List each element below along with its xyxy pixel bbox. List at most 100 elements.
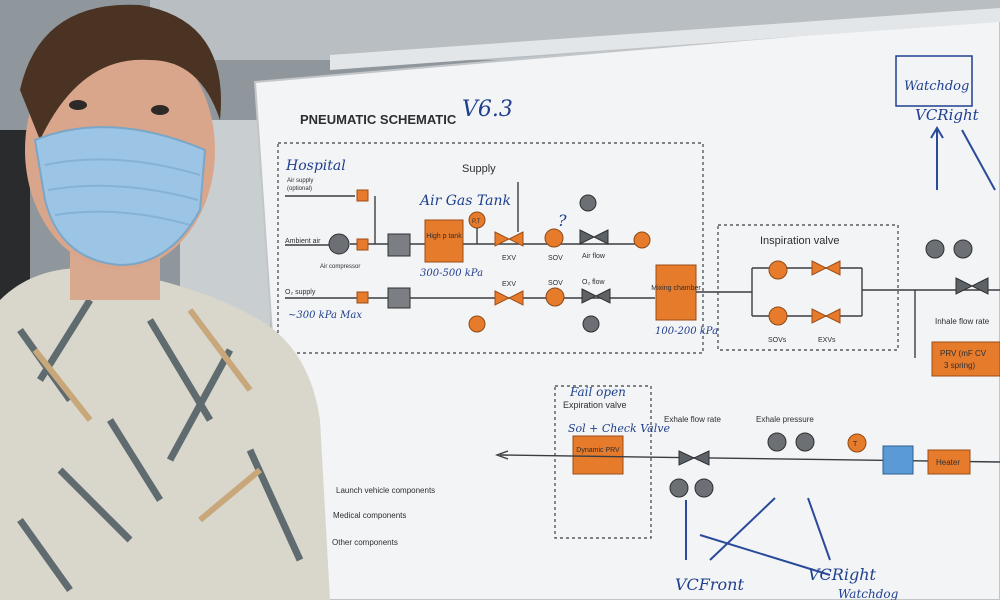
air-compressor-symbol [328,233,350,255]
sovs-label: SOVs [768,337,787,344]
air-filter-block [387,233,411,257]
pt-label-air: P,T [472,219,481,225]
optional-label: (optional) [287,186,312,192]
o2-supply-label: O₂ supply [285,289,316,296]
prv-label: PRV (mF CV [940,349,987,358]
legend-other: Other components [332,538,398,547]
inhale-gauge-2 [953,239,973,259]
exhale-main-line [499,454,1000,463]
air-gas-tank-note: Air Gas Tank [418,193,511,209]
exv-insp-2-left [811,308,828,324]
exhale-outlet-arrow [494,450,509,460]
inhale-meter-right [970,277,989,295]
exv-insp-2-right [824,308,841,324]
o2-pressure-note: ~300 kPa Max [288,310,362,321]
dynamic-prv-block [572,435,624,475]
heater-label: Heater [936,458,960,467]
legend-medical: Medical components [333,511,406,520]
arrow-up-2 [961,129,996,191]
temperature-label: T [853,441,858,448]
p-sensor-air [633,231,651,249]
exhale-pressure-label: Exhale pressure [756,415,814,424]
heater-block [927,449,971,475]
supply-label: Supply [462,163,496,175]
arrow-diag-3 [699,534,831,576]
air-flow-gauge [579,194,597,212]
pt-sensor-o2 [468,315,486,333]
compressor-valve [356,238,369,251]
ambient-air-label: Ambient air [285,238,321,245]
left-eye [69,100,87,110]
exv-o2-right [507,290,524,306]
exhale-flow-gauge-1 [669,478,689,498]
inspiration-valve-label: Inspiration valve [760,235,840,247]
sov-o2-label: SOV [548,280,563,287]
exvs-label: EXVs [818,337,836,344]
exhale-pressure-gauge-1 [767,432,787,452]
exv-o2-left [494,290,511,306]
o2-flow-meter-right [594,288,611,304]
patterned-shirt [0,268,330,600]
exhale-meter-left [678,450,696,466]
air-compressor-label: Air compressor [320,264,360,270]
sov-o2 [545,287,565,307]
expiration-valve-label: Expiration valve [563,400,627,410]
exv-air-label: EXV [502,255,516,262]
temperature-sensor [847,433,867,453]
o2-flow-label: O₂ flow [582,279,606,286]
watchdog-note: Watchdog [904,79,969,94]
prv-block [931,341,1000,377]
sov-air [544,228,564,248]
arrow-diag-2 [807,497,831,561]
exhale-pressure-gauge-2 [795,432,815,452]
sov-air-label: SOV [548,255,563,262]
air-supply-label: Air supply [287,178,313,184]
question-mark-air: ? [558,211,567,230]
watchdog-bracket [895,55,973,107]
exv-air-left [494,231,511,247]
high-pressure-tank [424,219,464,263]
sov-insp-1 [768,260,788,280]
air-flow-label: Air flow [582,253,606,260]
sol-check-note: Sol + Check Valve [568,422,670,435]
exv-air-right [507,231,524,247]
vc-right-top-note: VCRight [915,106,980,124]
shirt-leaf-pattern-2 [32,308,262,523]
o2-supply-valve [356,291,369,304]
exhale-flow-gauge-2 [694,478,714,498]
mixing-chamber-label: Mixing chamber [651,285,701,292]
schematic-title: PNEUMATIC SCHEMATIC [300,112,457,127]
hospital-note: Hospital [285,158,346,174]
arrow-up-1-head [930,126,944,139]
mixing-pressure-note: 100-200 kPa [655,326,718,337]
vc-front-note: VCFront [675,575,744,594]
exhale-flow-label: Exhale flow rate [664,415,721,424]
tank-pressure-note: 300-500 kPa [420,268,483,279]
right-eye [151,105,169,115]
whiteboard-top-frame [330,8,1000,70]
mask-pleats [44,158,201,226]
air-flow-meter-right [592,229,609,245]
supply-section-box [277,142,704,354]
sov-insp-2 [768,306,788,326]
exhale-meter-right [692,450,710,466]
exv-o2-label: EXV [502,281,516,288]
air-flow-meter-left [579,229,596,245]
vc-right-bottom-note: VCRight [808,565,877,584]
exv-insp-1-left [811,260,828,276]
o2-flow-meter-left [581,288,598,304]
prv-label-line2: 3 spring) [944,361,975,370]
mixing-chamber [655,264,697,321]
o2-flow-gauge [582,315,600,333]
version-handwritten: V6.3 [462,97,513,122]
legend-launch: Launch vehicle components [336,486,435,495]
inhale-flow-label: Inhale flow rate [935,317,990,326]
dynamic-prv-label: Dynamic PRV [576,447,620,454]
high-p-tank-label: High p tank [426,233,462,240]
expiration-valve-box [554,385,652,539]
blue-filter-block [882,445,914,475]
inhale-gauge-1 [925,239,945,259]
inspiration-valve-box [717,224,899,351]
